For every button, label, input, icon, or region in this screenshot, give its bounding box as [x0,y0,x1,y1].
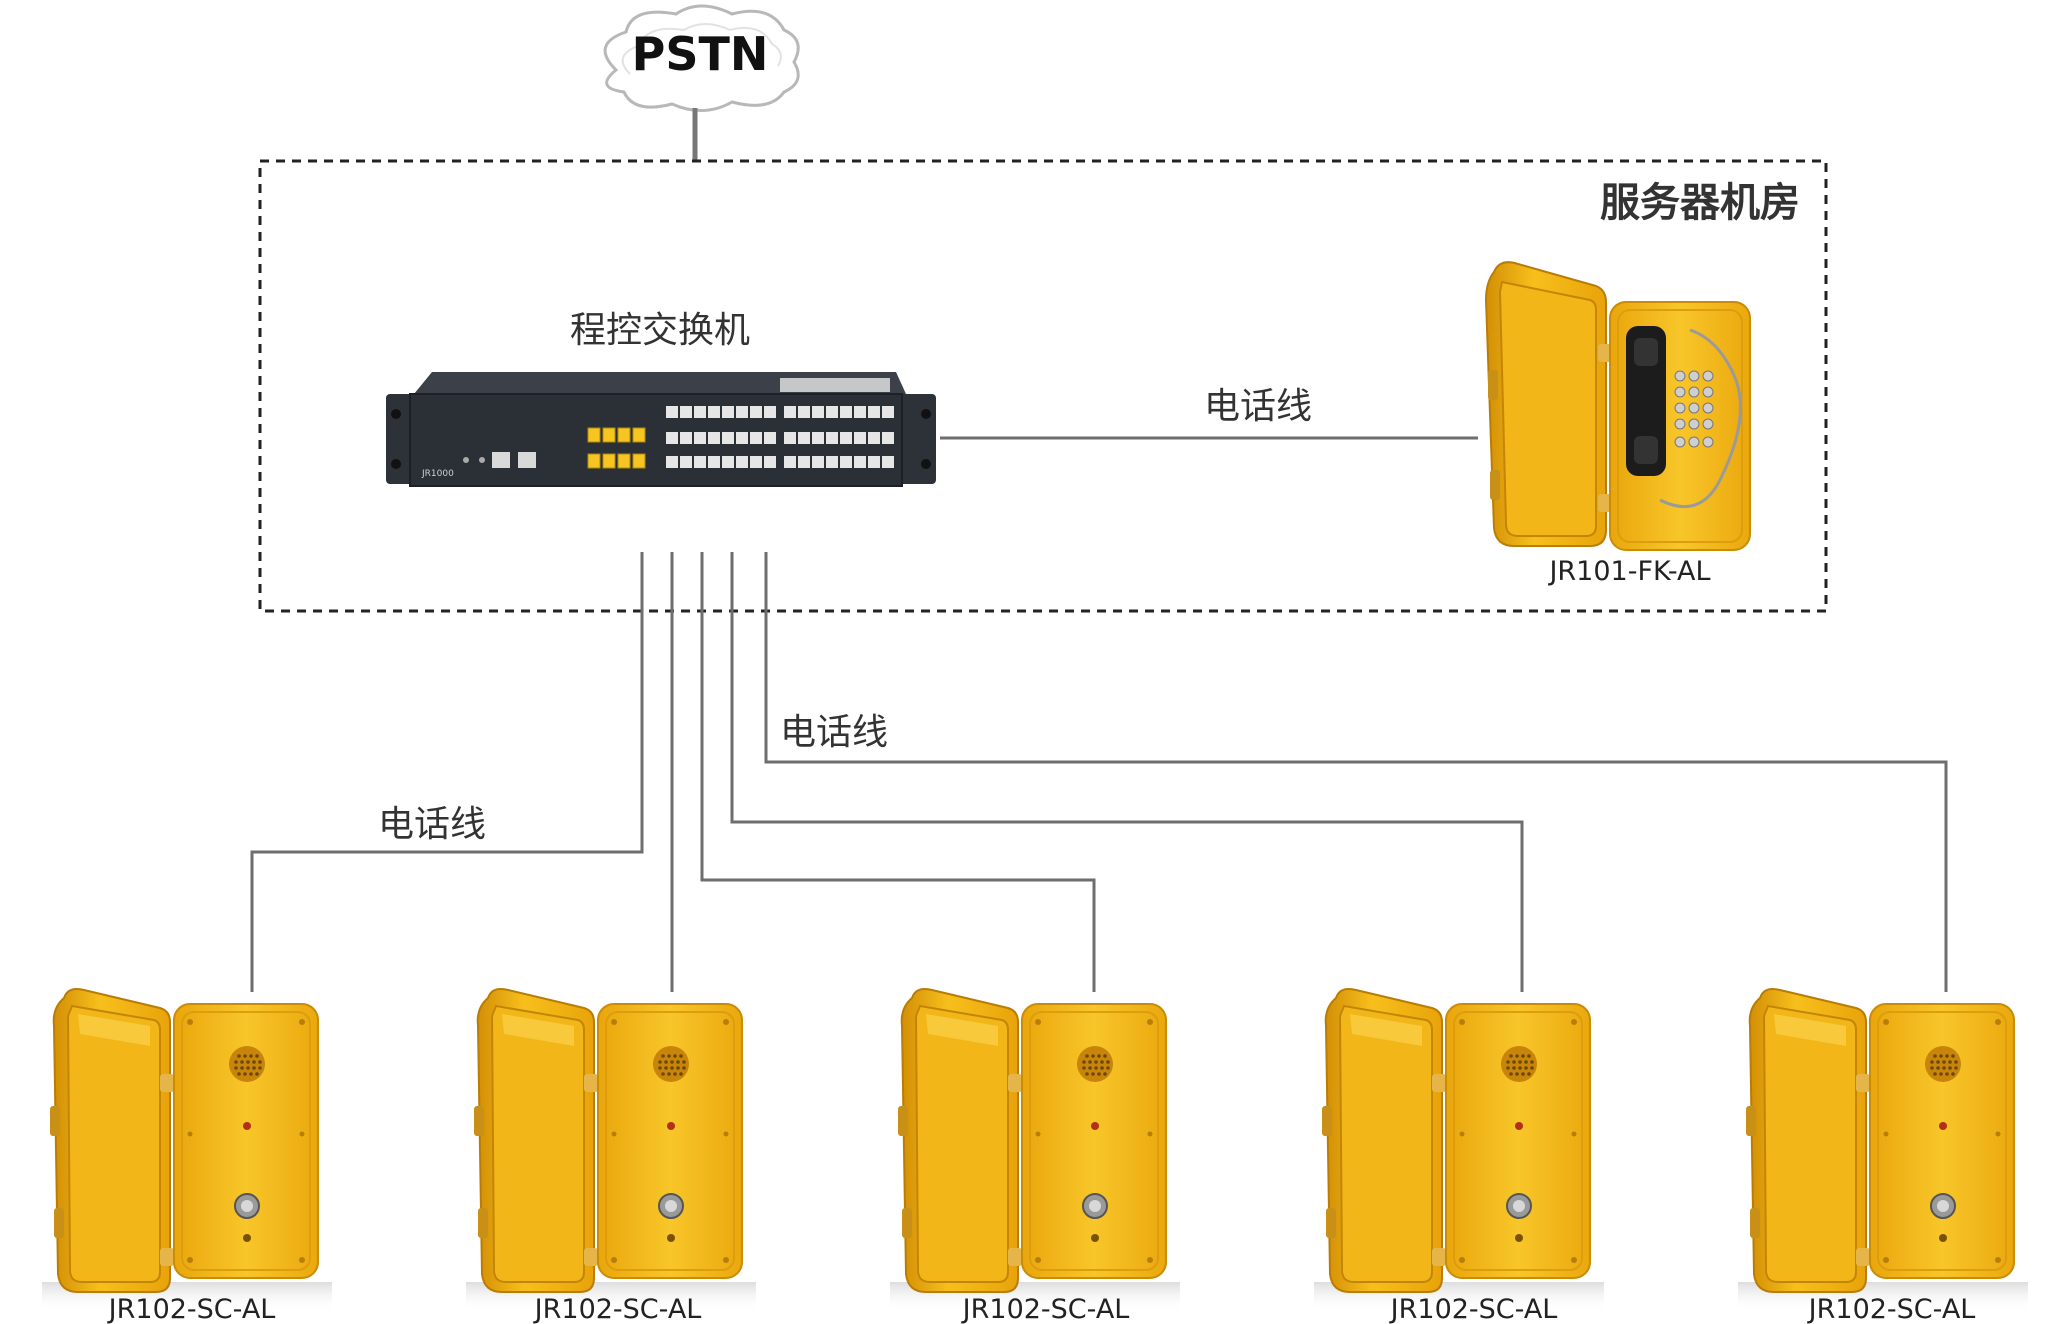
switch-model-text: JR1000 [421,469,454,479]
emergency-phone-icon [41,988,333,1313]
phone-line-label-mid: 电话线 [780,712,888,753]
keypad-phone-icon [1484,261,1751,551]
indoor-phone-model: JR101-FK-AL [1547,556,1710,587]
pstn-label: PSTN [632,27,769,81]
phone-line-3 [700,552,1096,992]
switch-label: 程控交换机 [570,310,750,351]
server-room-label: 服务器机房 [1600,180,1800,226]
emergency-phone-icon [1737,988,2029,1313]
phone-line-1 [250,552,644,992]
pbx-switch-icon: JR1000 [386,372,936,487]
emergency-phone-icon [889,988,1181,1313]
phone-line-4 [730,552,1524,992]
emergency-phone-model-5: JR102-SC-AL [1807,1294,1976,1324]
phone-line-5 [764,552,1948,992]
emergency-phone-model-4: JR102-SC-AL [1389,1294,1558,1324]
emergency-phone-icon [465,988,757,1313]
emergency-phone-model-1: JR102-SC-AL [107,1294,276,1324]
phone-line-label-indoor: 电话线 [1204,386,1312,427]
emergency-phone-model-2: JR102-SC-AL [533,1294,702,1324]
phone-line-label-left: 电话线 [378,804,486,845]
emergency-phone-model-3: JR102-SC-AL [961,1294,1130,1324]
emergency-phone-icon [1313,988,1605,1313]
cloud-icon [603,4,800,113]
